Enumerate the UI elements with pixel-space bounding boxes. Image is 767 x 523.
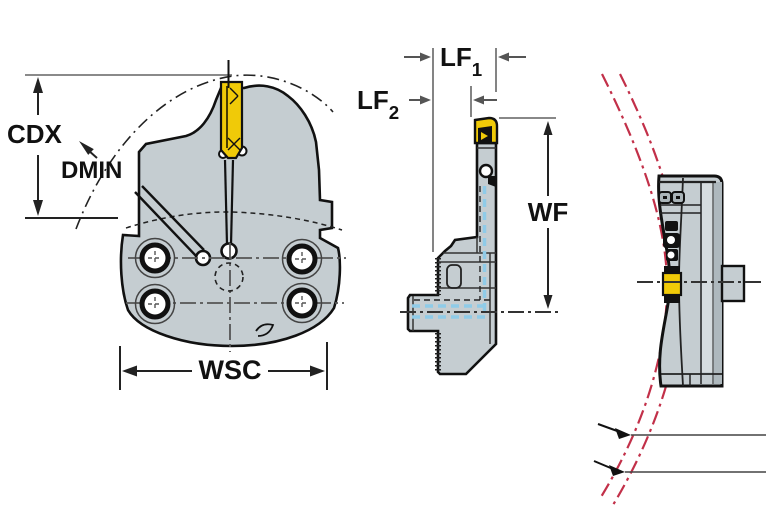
wf-dimension [499, 117, 556, 309]
screw-hole [134, 237, 176, 279]
screw-holes [134, 237, 323, 325]
body-highlight-strip [702, 182, 713, 372]
callout-leader-2 [593, 460, 766, 476]
mounted-boss [720, 264, 746, 303]
mounted-clamp [663, 221, 680, 261]
front-body [119, 84, 342, 348]
insert-front [219, 80, 244, 160]
cdx-dimension [33, 77, 43, 216]
screw-hole [134, 283, 176, 325]
workpiece-arc-1 [600, 73, 669, 498]
flange-notch-detail [255, 323, 275, 337]
lf2-label: LF2 [357, 85, 400, 123]
lf1-dimension [404, 52, 526, 62]
lf1-label: LF1 [440, 42, 483, 80]
screw-hole [281, 238, 323, 280]
mounted-view-drawing [593, 73, 766, 506]
wsc-dimension [119, 342, 328, 390]
side-view-drawing [400, 48, 562, 376]
lf2-dimension [409, 95, 497, 105]
cdx-label: CDX [7, 119, 62, 149]
blade-screw [478, 163, 494, 179]
front-view-drawing [25, 60, 346, 390]
dmin-label: DMIN [61, 157, 123, 184]
wf-label: WF [527, 197, 569, 227]
screw-hole [281, 282, 323, 324]
coolant-channels [412, 186, 490, 319]
blade-seat-dark [488, 176, 496, 187]
callout-leader-1 [597, 423, 766, 439]
side-body-details [412, 147, 496, 344]
wsc-label: WSC [198, 355, 262, 385]
insert-side [473, 116, 499, 145]
dmin-callout [79, 141, 98, 159]
hidden-center-hole [214, 262, 244, 292]
insert-mounted [661, 266, 683, 303]
mounted-screw-heads [658, 191, 685, 204]
